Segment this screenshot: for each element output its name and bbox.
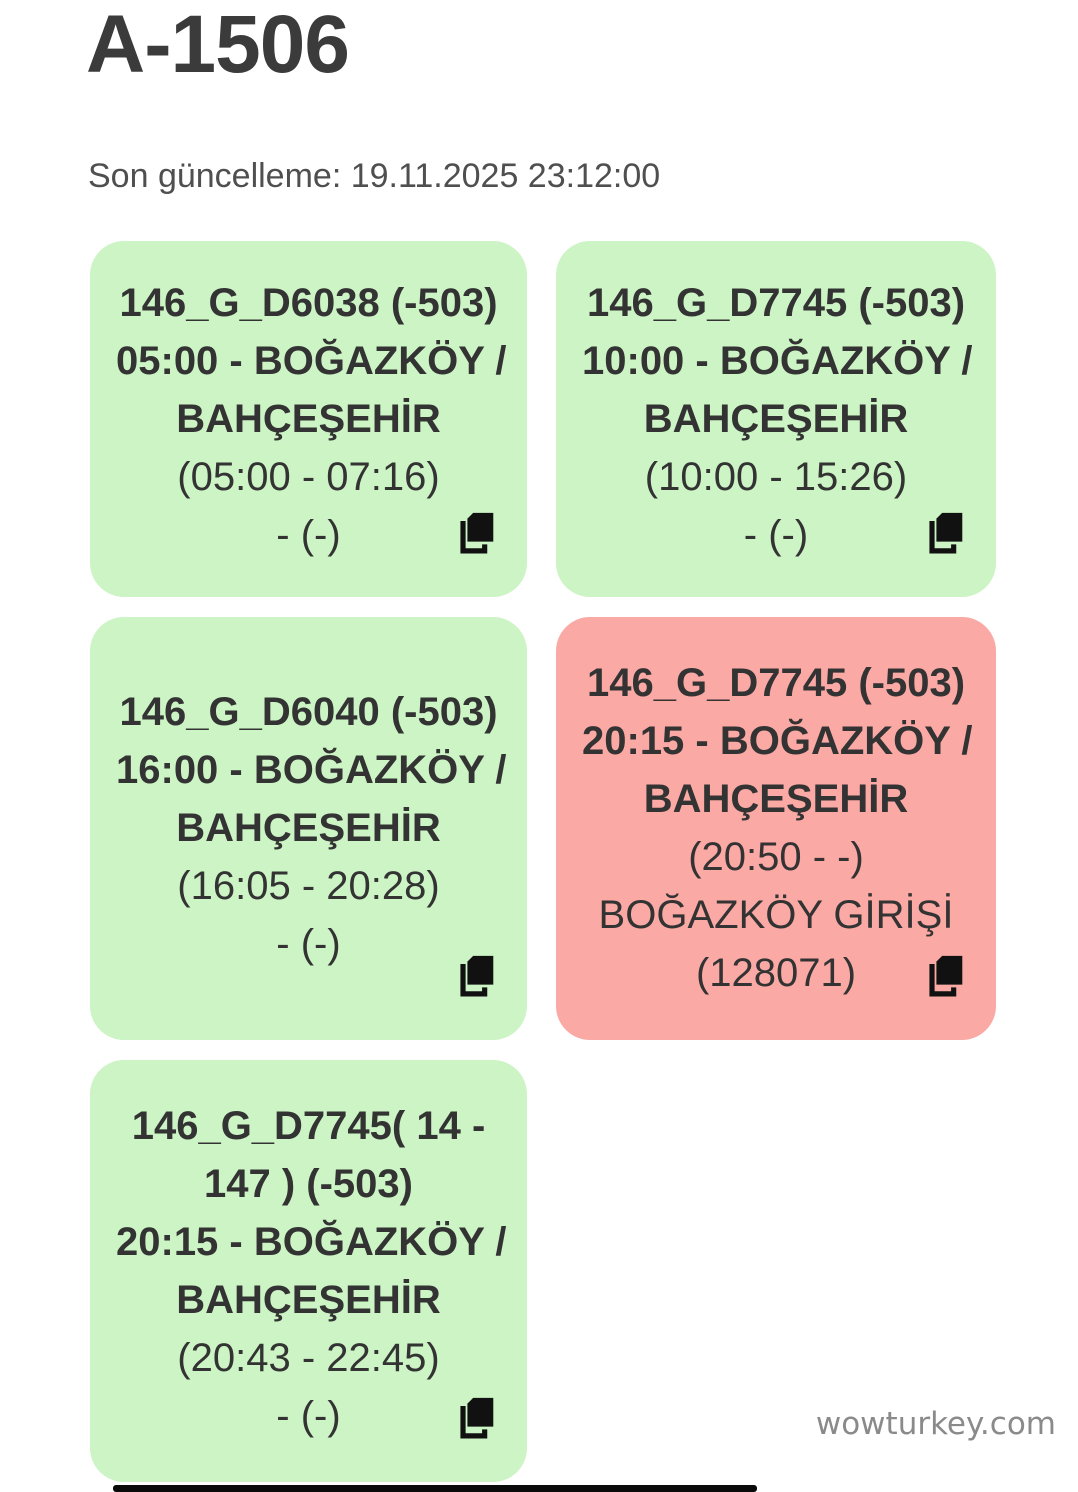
copy-icon[interactable] — [454, 509, 500, 559]
route-line: 05:00 - BOĞAZKÖY / — [116, 338, 507, 383]
trip-code-line: 147 ) (-503) — [204, 1161, 413, 1206]
location-code-line: (128071) — [695, 951, 857, 996]
last-update-text: Son güncelleme: 19.11.2025 23:12:00 — [88, 157, 661, 195]
trip-card: 146_G_D7745 (-503) 10:00 - BOĞAZKÖY / BA… — [556, 240, 996, 597]
watermark: wowturkey.com — [815, 1406, 1056, 1442]
route-line: 20:15 - BOĞAZKÖY / — [582, 719, 973, 764]
status-line: - (-) — [743, 512, 809, 557]
copy-icon[interactable] — [454, 952, 500, 1002]
route-line: BAHÇEŞEHİR — [643, 777, 909, 822]
trip-cards-grid: 146_G_D6038 (-503) 05:00 - BOĞAZKÖY / BA… — [90, 240, 996, 1482]
trip-card: 146_G_D6038 (-503) 05:00 - BOĞAZKÖY / BA… — [90, 240, 527, 597]
status-line: - (-) — [276, 922, 341, 967]
trip-card-alert: 146_G_D7745 (-503) 20:15 - BOĞAZKÖY / BA… — [556, 616, 996, 1040]
time-range-line: (05:00 - 07:16) — [177, 454, 440, 499]
page-title: A-1506 — [86, 0, 350, 90]
route-line: BAHÇEŞEHİR — [176, 1277, 441, 1322]
time-range-line: (10:00 - 15:26) — [644, 454, 908, 499]
trip-code-line: 146_G_D7745 (-503) — [586, 661, 966, 706]
route-line: BAHÇEŞEHİR — [176, 396, 441, 441]
copy-icon[interactable] — [454, 1394, 500, 1444]
copy-icon[interactable] — [923, 509, 969, 559]
status-line: - (-) — [276, 1393, 341, 1438]
time-range-line: (20:50 - -) — [688, 835, 864, 880]
trip-code-line: 146_G_D7745 (-503) — [586, 280, 966, 325]
location-line: BOĞAZKÖY GİRİŞİ — [598, 893, 954, 938]
trip-card: 146_G_D7745( 14 - 147 ) (-503) 20:15 - B… — [90, 1059, 527, 1482]
time-range-line: (20:43 - 22:45) — [177, 1335, 440, 1380]
route-line: BAHÇEŞEHİR — [643, 396, 909, 441]
status-line: - (-) — [276, 512, 341, 557]
trip-code-line: 146_G_D6038 (-503) — [119, 280, 498, 325]
route-line: 20:15 - BOĞAZKÖY / — [116, 1219, 507, 1264]
trip-card: 146_G_D6040 (-503) 16:00 - BOĞAZKÖY / BA… — [90, 616, 527, 1040]
horizontal-scrollbar[interactable] — [113, 1485, 757, 1492]
route-line: BAHÇEŞEHİR — [176, 806, 441, 851]
time-range-line: (16:05 - 20:28) — [177, 864, 440, 909]
trip-code-line: 146_G_D6040 (-503) — [119, 690, 498, 735]
trip-code-line: 146_G_D7745( 14 - — [131, 1103, 486, 1148]
route-line: 16:00 - BOĞAZKÖY / — [116, 748, 507, 793]
route-line: 10:00 - BOĞAZKÖY / — [582, 338, 973, 383]
copy-icon[interactable] — [923, 952, 969, 1002]
